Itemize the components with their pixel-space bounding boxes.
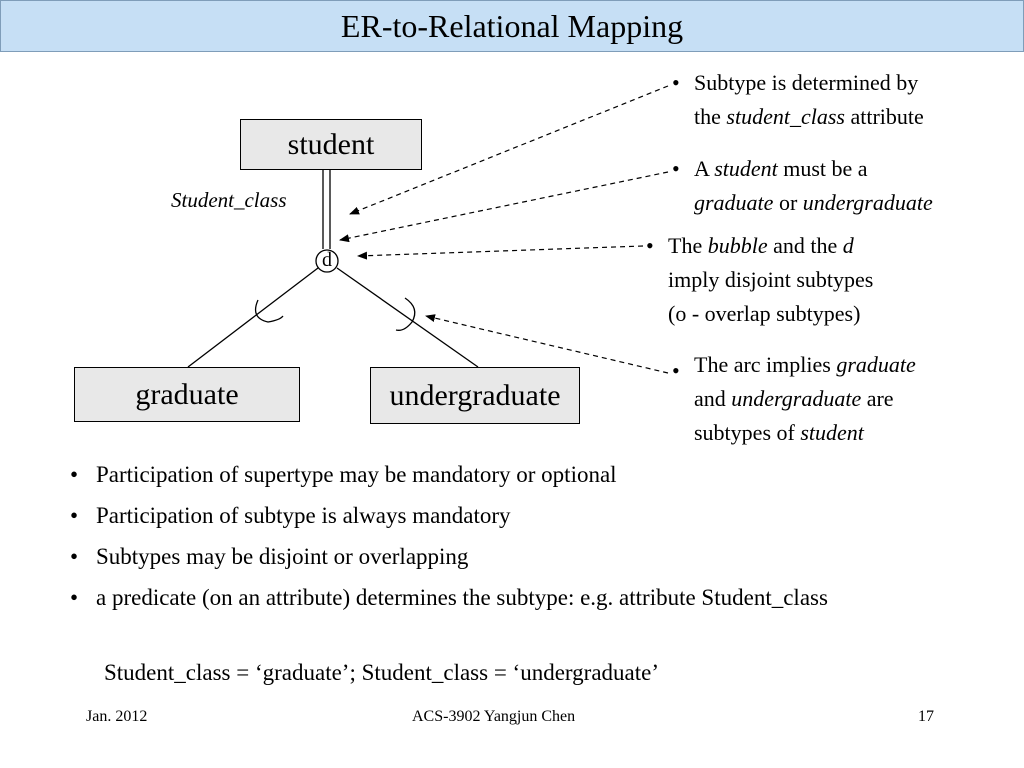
slide-title: ER-to-Relational Mapping bbox=[0, 0, 1024, 52]
note-bubble-disjoint: • The bubble and the d imply disjoint su… bbox=[646, 229, 874, 331]
note-text: The arc implies bbox=[694, 352, 837, 377]
note-text: attribute bbox=[844, 104, 924, 129]
note-emphasis: undergraduate bbox=[802, 190, 933, 215]
disjoint-bubble bbox=[315, 249, 339, 273]
note-text: must be a bbox=[777, 156, 868, 181]
note-subtype-determined: • Subtype is determined by the student_c… bbox=[672, 66, 924, 134]
note-arrow-2 bbox=[339, 171, 669, 243]
entity-graduate: graduate bbox=[74, 367, 300, 422]
note-text: and bbox=[694, 386, 732, 411]
footer-course: ACS-3902 Yangjun Chen bbox=[412, 708, 576, 725]
bullet-text: a predicate (on an attribute) determines… bbox=[96, 585, 828, 610]
footer-page-number: 17 bbox=[918, 708, 934, 725]
note-bullet: • bbox=[646, 233, 654, 258]
bubble-letter: d bbox=[322, 249, 332, 271]
note-emphasis: undergraduate bbox=[731, 386, 862, 411]
note-text: the bbox=[694, 104, 727, 129]
note-text: and the bbox=[767, 233, 843, 258]
note-text: A bbox=[694, 156, 715, 181]
note-text: The bbox=[668, 233, 708, 258]
note-emphasis: bubble bbox=[707, 233, 768, 258]
note-bullet: • bbox=[672, 70, 680, 95]
note-emphasis: student bbox=[800, 420, 864, 445]
subset-arc-graduate bbox=[254, 299, 284, 323]
note-arrow-1 bbox=[349, 85, 669, 215]
bullet-text: Participation of supertype may be mandat… bbox=[96, 462, 617, 487]
note-text: imply disjoint subtypes bbox=[668, 267, 874, 292]
note-arrow-3 bbox=[357, 245, 644, 260]
footer-date: Jan. 2012 bbox=[86, 708, 148, 725]
bullet-dot: • bbox=[70, 462, 79, 487]
list-item: • Participation of supertype may be manda… bbox=[70, 460, 870, 489]
note-text: subtypes of bbox=[694, 420, 801, 445]
graduate-link bbox=[187, 267, 319, 368]
entity-student: student bbox=[240, 119, 422, 170]
note-text: Subtype is determined by bbox=[694, 70, 919, 95]
note-arc-implies: • The arc implies graduate and undergrad… bbox=[672, 348, 916, 450]
bullet-dot: • bbox=[70, 585, 79, 610]
subset-arc-undergraduate bbox=[395, 297, 416, 331]
list-item: • Subtypes may be disjoint or overlapping bbox=[70, 542, 870, 571]
note-emphasis: student bbox=[714, 156, 778, 181]
predicate-formula: Student_class = ‘graduate’; Student_clas… bbox=[104, 660, 659, 685]
undergraduate-link bbox=[336, 267, 479, 368]
discriminator-attribute-label: Student_class bbox=[171, 188, 287, 212]
note-text: or bbox=[773, 190, 803, 215]
note-bullet: • bbox=[672, 358, 680, 383]
note-text: (o - overlap subtypes) bbox=[668, 301, 861, 326]
note-text: are bbox=[861, 386, 894, 411]
bullet-text: Participation of subtype is always manda… bbox=[96, 503, 511, 528]
note-arrow-4 bbox=[425, 314, 669, 374]
note-student-must-be: • A student must be a graduate or underg… bbox=[672, 152, 933, 220]
note-emphasis: graduate bbox=[694, 190, 774, 215]
list-item: • a predicate (on an attribute) determine… bbox=[70, 583, 856, 612]
note-emphasis: student_class bbox=[726, 104, 845, 129]
list-item: • Participation of subtype is always mand… bbox=[70, 501, 870, 530]
note-bullet: • bbox=[672, 156, 680, 181]
bullet-list: • Participation of supertype may be manda… bbox=[70, 460, 870, 624]
note-emphasis: d bbox=[842, 233, 854, 258]
bullet-text: Subtypes may be disjoint or overlapping bbox=[96, 544, 469, 569]
bullet-dot: • bbox=[70, 544, 79, 569]
entity-undergraduate: undergraduate bbox=[370, 367, 580, 424]
note-emphasis: graduate bbox=[836, 352, 916, 377]
bullet-dot: • bbox=[70, 503, 79, 528]
